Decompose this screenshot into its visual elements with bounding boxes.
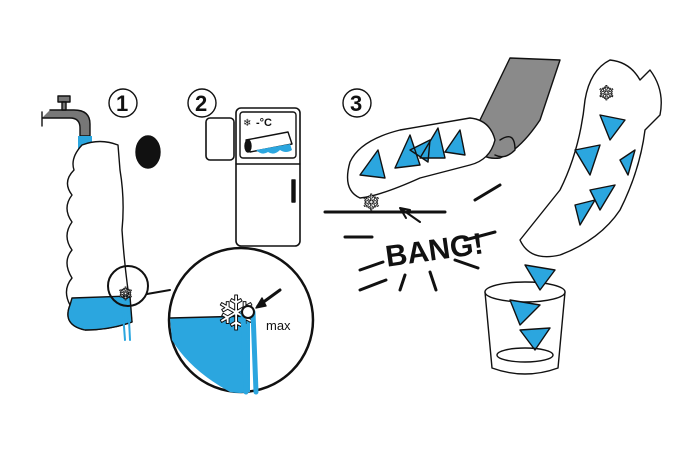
magnified-detail: ❄ max — [167, 246, 315, 395]
snowflake-icon: ❄ — [216, 288, 256, 341]
step-3-number: 3 — [350, 91, 362, 116]
ice-bag-pouring: ❄ — [519, 59, 662, 258]
step-2-number: 2 — [195, 91, 207, 116]
step-1-number: 1 — [116, 91, 128, 116]
svg-text:❄: ❄ — [598, 83, 615, 105]
step-3-badge: 3 — [342, 88, 372, 118]
svg-text:❄: ❄ — [362, 190, 380, 215]
ice-bag-filling: ❄ — [65, 140, 133, 341]
svg-text:❄: ❄ — [118, 284, 133, 304]
step-1-badge: 1 — [108, 88, 138, 118]
detail-source-circle — [107, 265, 149, 307]
freezer-icon: ❄ -°C — [205, 107, 301, 247]
hand-holding-bag: ❄ — [346, 57, 561, 215]
bag-cap-icon — [135, 135, 161, 169]
impact-lines — [343, 183, 502, 292]
step-2-badge: 2 — [187, 88, 217, 118]
glass-with-ice — [484, 264, 566, 375]
temperature-label: -°C — [256, 117, 272, 129]
max-label: max — [266, 318, 291, 333]
svg-text:❄: ❄ — [243, 118, 251, 129]
